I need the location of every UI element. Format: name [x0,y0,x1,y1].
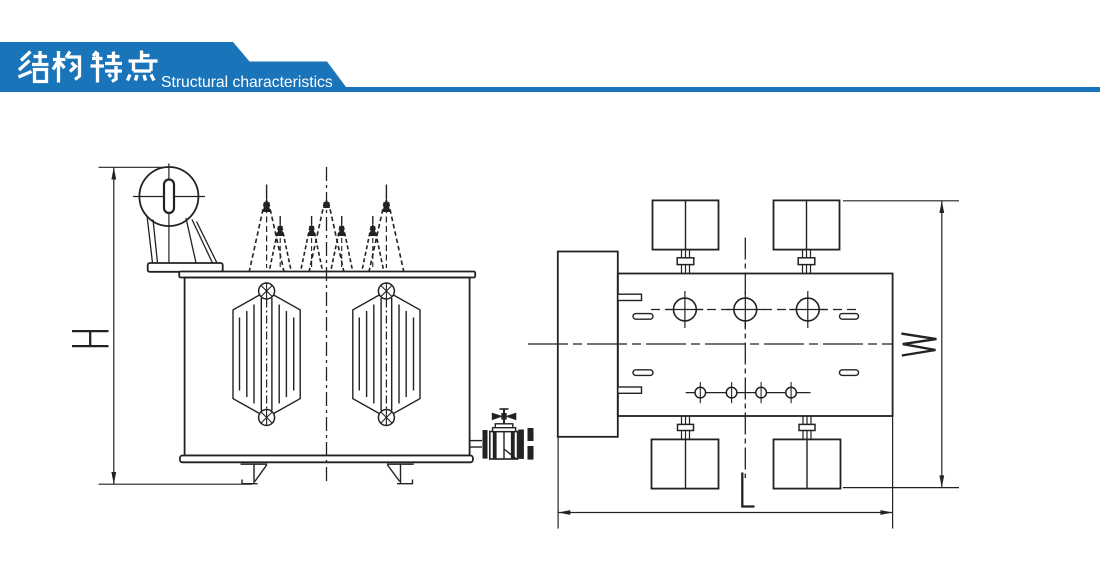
svg-text:Structural characteristics: Structural characteristics [161,74,333,91]
